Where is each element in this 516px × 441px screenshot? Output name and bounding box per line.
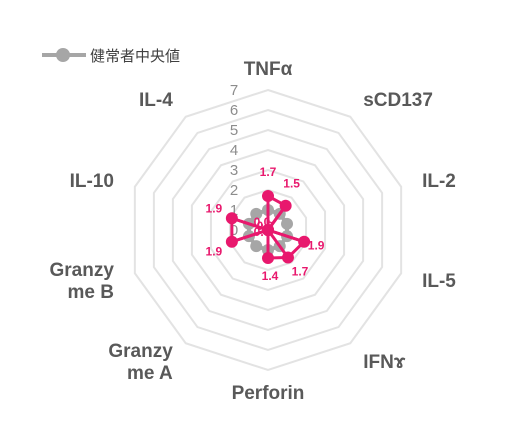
category-label-0: TNFα xyxy=(244,59,293,80)
value-label-0: 1.7 xyxy=(260,165,277,179)
radial-tick-2: 2 xyxy=(230,182,238,199)
legend-dot xyxy=(56,48,70,62)
category-label-line: Granzy xyxy=(50,260,115,281)
legend-label: 健常者中央値 xyxy=(90,46,181,65)
series-point-5 xyxy=(262,252,274,264)
category-label-8: IL-10 xyxy=(70,171,114,192)
grid-ring-4 xyxy=(190,148,346,312)
series-point-0 xyxy=(262,190,274,202)
radial-tick-labels: 0 1 2 3 4 5 6 7 xyxy=(230,82,238,239)
legend-marker xyxy=(42,44,86,66)
grid-ring-5 xyxy=(171,128,365,332)
category-label-line: TNFα xyxy=(244,59,293,80)
category-label-line: IL-2 xyxy=(422,171,456,192)
series-patient xyxy=(225,190,311,264)
grid-ring-2 xyxy=(228,188,308,272)
category-label-4: IFNɤ xyxy=(363,352,406,373)
radial-tick-4: 4 xyxy=(230,142,238,159)
value-label-6: 0.0 xyxy=(254,225,271,239)
category-label-line: IL-10 xyxy=(70,171,114,192)
value-label-1: 1.5 xyxy=(283,177,300,191)
category-label-5: Perforin xyxy=(232,383,305,404)
category-label-line: Perforin xyxy=(232,383,305,404)
value-label-3: 1.9 xyxy=(308,239,325,253)
series-point-9 xyxy=(250,207,263,220)
category-label-1: sCD137 xyxy=(363,90,433,111)
category-label-line: IFNɤ xyxy=(363,352,406,373)
value-label-9: 0.0 xyxy=(254,215,271,229)
series-point-9 xyxy=(262,224,274,236)
category-label-line: sCD137 xyxy=(363,90,433,111)
radial-tick-6: 6 xyxy=(230,102,238,119)
radial-tick-3: 3 xyxy=(230,162,238,179)
category-label-2: IL-2 xyxy=(422,171,456,192)
category-label-line: me B xyxy=(67,282,113,303)
category-label-line: IL-5 xyxy=(422,271,456,292)
series-point-1 xyxy=(279,199,292,212)
series-point-2 xyxy=(281,217,294,230)
grid-ring-7 xyxy=(133,88,403,372)
category-label-line: IL-4 xyxy=(139,90,173,111)
value-label-4: 1.7 xyxy=(292,265,309,279)
category-label-9: IL-4 xyxy=(139,90,173,111)
radial-tick-0: 0 xyxy=(230,222,238,239)
value-label-5: 1.4 xyxy=(262,269,279,283)
series-point-7 xyxy=(225,235,238,248)
category-label-3: IL-5 xyxy=(422,271,456,292)
series-point-4 xyxy=(281,251,294,264)
series-point-3 xyxy=(298,235,311,248)
value-label-2: 0.0 xyxy=(257,219,274,233)
category-label-line: me A xyxy=(127,363,173,384)
radial-tick-7: 7 xyxy=(230,82,238,99)
value-label-7: 1.9 xyxy=(206,245,223,259)
category-label-line: Granzy xyxy=(108,341,173,362)
grid-ring-3 xyxy=(209,168,327,292)
series-point-8 xyxy=(225,212,238,225)
value-labels: 1.7 1.5 0.0 1.9 1.7 1.4 0.0 1.9 1.9 0.0 xyxy=(206,165,325,283)
radial-tick-5: 5 xyxy=(230,122,238,139)
radial-tick-1: 1 xyxy=(230,202,238,219)
series-point-6 xyxy=(250,240,263,253)
value-label-8: 1.9 xyxy=(206,201,223,215)
legend: 健常者中央値 xyxy=(42,44,180,66)
grid-ring-6 xyxy=(152,108,384,352)
